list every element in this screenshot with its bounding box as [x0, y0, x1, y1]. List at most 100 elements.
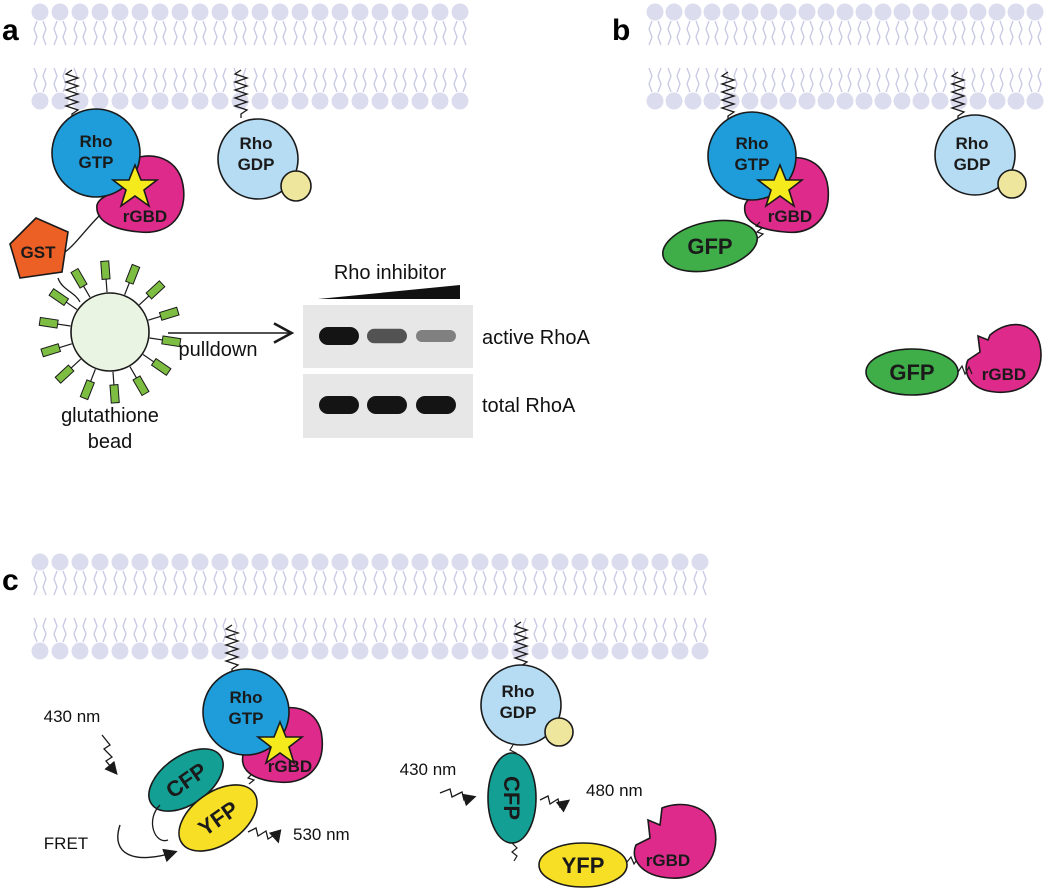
lipid-tail	[473, 617, 487, 643]
lipid-head	[391, 642, 409, 660]
bead-spike-stem	[65, 301, 78, 310]
lipid-tail	[273, 67, 287, 93]
rho-gdp-label-b-line2: GDP	[954, 155, 991, 174]
lipid-head	[551, 642, 569, 660]
bead-spike-glutathione	[79, 379, 95, 401]
lipid-tail	[153, 20, 167, 46]
lipid-tail	[293, 617, 307, 643]
lipid-tail	[333, 570, 347, 596]
lipid-tail	[800, 67, 814, 93]
lipid-head	[451, 553, 469, 571]
lipid-head	[411, 553, 429, 571]
bead-spike-stem	[82, 284, 91, 298]
lipid-head	[91, 642, 109, 660]
lipid-head	[271, 553, 289, 571]
lipid-anchor-gtp	[63, 69, 81, 120]
lipid-head	[71, 553, 89, 571]
lipid-head	[912, 3, 930, 21]
rgbd-shape-b-free	[965, 323, 1042, 394]
lipid-tail	[293, 67, 307, 93]
lipid-head	[646, 92, 664, 110]
lipid-head	[131, 92, 149, 110]
lipid-head	[722, 3, 740, 21]
bead-spike-glutathione	[38, 316, 59, 329]
lipid-tail	[633, 617, 647, 643]
lipid-head	[291, 3, 309, 21]
bead-spike-glutathione	[48, 287, 70, 307]
lipid-tail	[293, 570, 307, 596]
lipid-tail	[33, 20, 47, 46]
lipid-tail	[914, 20, 928, 46]
lipid-head	[611, 642, 629, 660]
lipid-tail	[673, 617, 687, 643]
lipid-head	[411, 642, 429, 660]
lipid-head	[836, 92, 854, 110]
lipid-tail	[553, 617, 567, 643]
cfp-label-inactive: CFP	[499, 776, 524, 820]
lipid-tail	[133, 67, 147, 93]
lipid-tail	[333, 67, 347, 93]
gst-label: GST	[21, 243, 57, 262]
gfp-protein-b-free	[865, 348, 959, 396]
rho-gtp-label-c-line2: GTP	[229, 709, 264, 728]
lipid-head	[231, 553, 249, 571]
lipid-head	[1026, 92, 1044, 110]
lipid-tail	[1028, 67, 1042, 93]
lipid-tail	[153, 67, 167, 93]
lipid-tail	[473, 570, 487, 596]
lipid-tail	[743, 67, 757, 93]
linker-rgbd-gst	[64, 214, 101, 253]
lipid-tail	[373, 570, 387, 596]
gradient-label: Rho inhibitor	[334, 262, 447, 284]
lipid-head	[691, 642, 709, 660]
lipid-head	[311, 3, 329, 21]
lipid-tail	[819, 67, 833, 93]
lipid-head	[211, 642, 229, 660]
lipid-tail	[513, 617, 527, 643]
lipid-tail	[113, 570, 127, 596]
bead-spikes	[38, 260, 182, 404]
lipid-tail	[273, 20, 287, 46]
membrane-b	[646, 3, 1044, 110]
panel-letter-a: a	[2, 14, 19, 47]
blot-band	[416, 396, 456, 414]
lipid-tail	[705, 67, 719, 93]
lipid-head	[1007, 3, 1025, 21]
lipid-head	[931, 3, 949, 21]
lipid-head	[31, 642, 49, 660]
lipid-head	[271, 642, 289, 660]
lipid-head	[551, 553, 569, 571]
bead-spike-glutathione	[158, 306, 180, 321]
lipid-head	[671, 553, 689, 571]
lipid-head	[684, 92, 702, 110]
lipid-head	[291, 553, 309, 571]
lipid-head	[391, 553, 409, 571]
bead-spike-stem	[124, 281, 131, 295]
lipid-head	[431, 92, 449, 110]
linker-yfp-rgbd	[246, 773, 256, 785]
rho-gtp-sphere	[51, 108, 141, 198]
lipid-tail	[273, 570, 287, 596]
lipid-head	[691, 553, 709, 571]
bead-spike-glutathione	[100, 260, 111, 280]
lipid-tail	[453, 617, 467, 643]
lipid-tail	[895, 20, 909, 46]
lipid-head	[836, 3, 854, 21]
lipid-head	[591, 553, 609, 571]
lipid-head	[191, 3, 209, 21]
linker-gfp-b-free	[957, 364, 973, 376]
lipid-tail	[53, 20, 67, 46]
lipid-head	[646, 3, 664, 21]
blot-row-label-active: active RhoA	[482, 327, 590, 349]
lipid-head	[371, 553, 389, 571]
lipid-tail	[173, 67, 187, 93]
lipid-head	[91, 553, 109, 571]
lipid-anchor-gdp	[232, 69, 250, 118]
gdp-ball-c	[544, 717, 574, 747]
lipid-tail	[413, 570, 427, 596]
lipid-head	[817, 92, 835, 110]
lipid-tail	[493, 570, 507, 596]
lipid-head	[51, 553, 69, 571]
